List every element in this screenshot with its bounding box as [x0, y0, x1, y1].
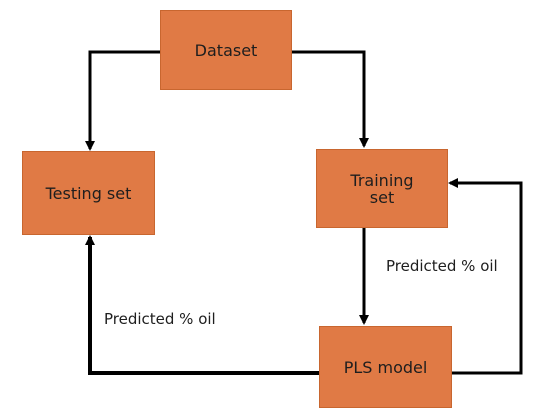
node-pls-model-label: PLS model	[343, 357, 428, 377]
node-dataset: Dataset	[160, 10, 292, 90]
node-testing-set-label: Testing set	[45, 183, 132, 203]
arrow-dataset-to-training-set	[292, 50, 369, 148]
node-testing-set: Testing set	[22, 151, 155, 235]
node-training-set: Training set	[316, 149, 448, 228]
arrow-pls-model-to-training-set	[448, 178, 523, 375]
node-training-set-label: Training set	[350, 170, 414, 207]
arrow-pls-model-to-testing-set	[85, 235, 320, 375]
node-pls-model: PLS model	[319, 326, 452, 408]
arrow-dataset-to-testing-set	[85, 50, 160, 151]
node-dataset-label: Dataset	[194, 40, 258, 60]
edge-label-model-to-testing: Predicted % oil	[104, 310, 216, 328]
edge-label-training-to-model: Predicted % oil	[386, 257, 498, 275]
